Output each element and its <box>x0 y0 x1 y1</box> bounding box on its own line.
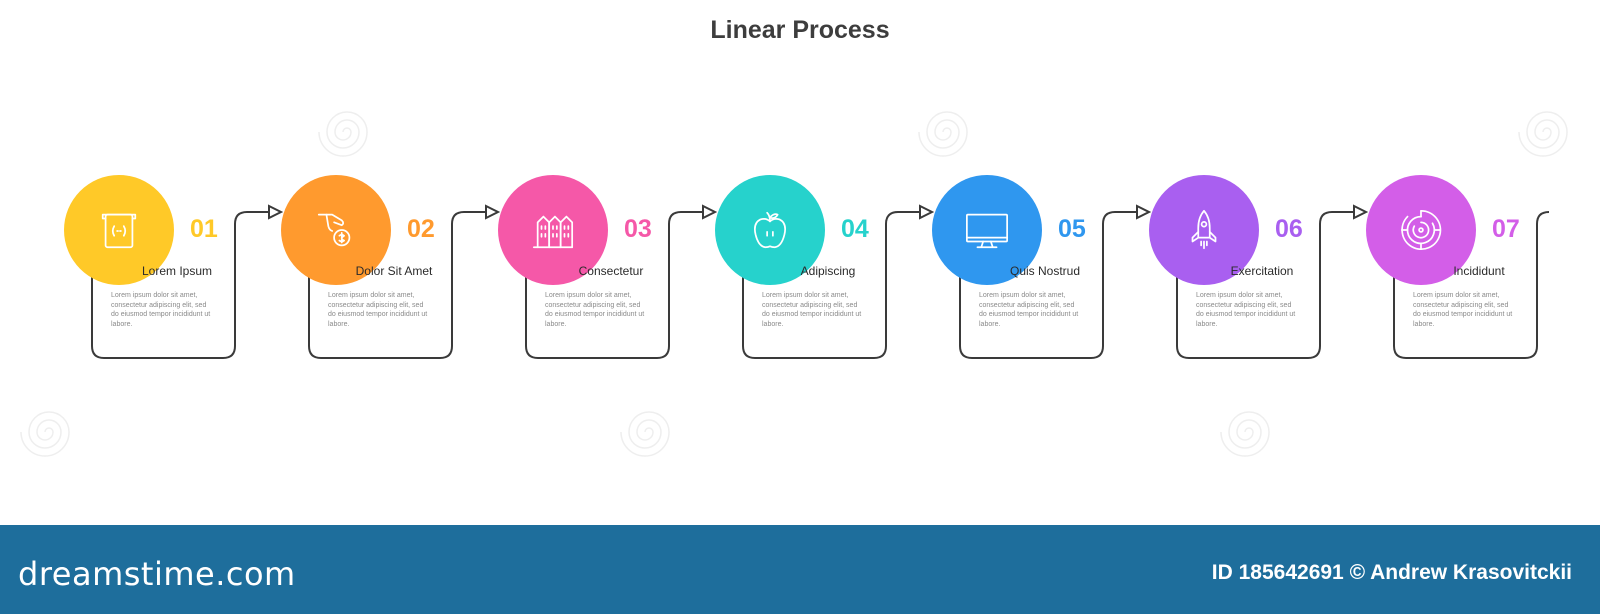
process-step-04: 04 Adipiscing Lorem ipsum dolor sit amet… <box>715 175 935 375</box>
process-step-02: 02 Dolor Sit Amet Lorem ipsum dolor sit … <box>281 175 501 375</box>
step-description: Lorem ipsum dolor sit amet, consectetur … <box>111 292 211 328</box>
step-number: 02 <box>407 215 435 243</box>
arrow-head-icon <box>919 204 935 220</box>
step-number: 05 <box>1058 215 1086 243</box>
step-circle <box>715 175 825 285</box>
maze-icon <box>1400 209 1442 251</box>
step-circle <box>281 175 391 285</box>
step-circle <box>1149 175 1259 285</box>
step-description: Lorem ipsum dolor sit amet, consectetur … <box>545 292 645 328</box>
step-number: 04 <box>841 215 869 243</box>
step-number: 06 <box>1275 215 1303 243</box>
step-circle <box>498 175 608 285</box>
page-title: Linear Process <box>710 16 890 44</box>
step-label: Exercitation <box>1230 264 1294 278</box>
step-description: Lorem ipsum dolor sit amet, consectetur … <box>1196 292 1296 328</box>
arrow-head-icon <box>702 204 718 220</box>
buildings-icon <box>532 215 574 249</box>
watermark-spiral-icon <box>318 111 368 157</box>
step-label: Consectetur <box>578 264 644 278</box>
step-description: Lorem ipsum dolor sit amet, consectetur … <box>762 292 862 328</box>
step-label: Incididunt <box>1453 264 1505 278</box>
step-label: Dolor Sit Amet <box>355 264 433 278</box>
watermark-spiral-icon <box>20 411 70 457</box>
rocket-icon <box>1191 209 1217 250</box>
step-description: Lorem ipsum dolor sit amet, consectetur … <box>1413 292 1513 328</box>
hand-coin-icon <box>317 213 351 247</box>
watermark-spiral-icon <box>918 111 968 157</box>
step-label: Quis Nostrud <box>1009 264 1081 278</box>
step-description: Lorem ipsum dolor sit amet, consectetur … <box>979 292 1079 328</box>
step-label: Adipiscing <box>800 264 856 278</box>
arrow-head-icon <box>1136 204 1152 220</box>
process-step-06: 06 Exercitation Lorem ipsum dolor sit am… <box>1149 175 1369 375</box>
process-step-07: 07 Incididunt Lorem ipsum dolor sit amet… <box>1366 175 1586 375</box>
process-step-05: 05 Quis Nostrud Lorem ipsum dolor sit am… <box>932 175 1152 375</box>
footer-bar: dreamstime.com ID 185642691 © Andrew Kra… <box>0 525 1600 614</box>
process-step-03: 03 Consectetur Lorem ipsum dolor sit ame… <box>498 175 718 375</box>
arrow-head-icon <box>1353 204 1369 220</box>
apple-icon <box>753 211 787 249</box>
step-circle <box>932 175 1042 285</box>
watermark-spiral-icon <box>1518 111 1568 157</box>
process-step-01: 01 Lorem Ipsum Lorem ipsum dolor sit ame… <box>64 175 284 375</box>
step-description: Lorem ipsum dolor sit amet, consectetur … <box>328 292 428 328</box>
step-number: 03 <box>624 215 652 243</box>
step-circle <box>1366 175 1476 285</box>
step-number: 07 <box>1492 215 1520 243</box>
monitor-icon <box>966 213 1008 249</box>
step-number: 01 <box>190 215 218 243</box>
step-label: Lorem Ipsum <box>141 264 213 278</box>
scroll-icon <box>101 213 137 249</box>
footer-credit: ID 185642691 © Andrew Krasovitckii <box>1211 561 1572 584</box>
arrow-head-icon <box>268 204 284 220</box>
step-circle <box>64 175 174 285</box>
watermark-spiral-icon <box>620 411 670 457</box>
footer-logo: dreamstime.com <box>18 555 296 593</box>
arrow-head-icon <box>485 204 501 220</box>
process-connector-line <box>91 204 1550 359</box>
watermark-spiral-icon <box>1220 411 1270 457</box>
